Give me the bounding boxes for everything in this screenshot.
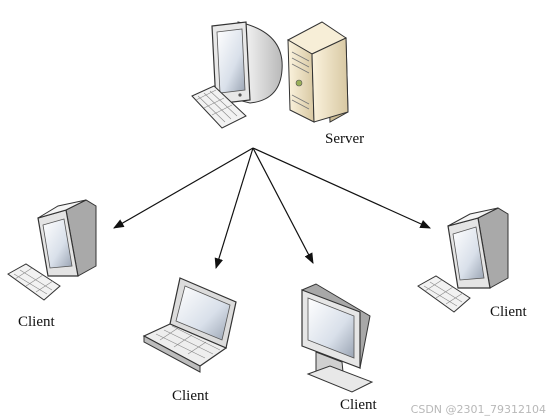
server-label: Server (325, 131, 365, 147)
arrow-to-client-left (113, 147, 254, 229)
client-right-desktop-icon (417, 207, 509, 313)
watermark: CSDN @2301_79312104 (410, 403, 546, 416)
client-left-label: Client (18, 314, 55, 330)
arrow-to-client-monitor (252, 147, 314, 264)
client-monitor-icon (301, 283, 374, 393)
client-right-label: Client (490, 304, 527, 320)
client-laptop-label: Client (172, 388, 209, 404)
server-computer-icon (191, 21, 349, 129)
connection-arrows (113, 147, 431, 270)
arrow-to-client-laptop (214, 147, 254, 270)
client-monitor-label: Client (340, 397, 377, 413)
client-left-desktop-icon (7, 199, 97, 301)
client-laptop-icon (142, 277, 237, 373)
arrow-to-client-right (252, 147, 431, 229)
